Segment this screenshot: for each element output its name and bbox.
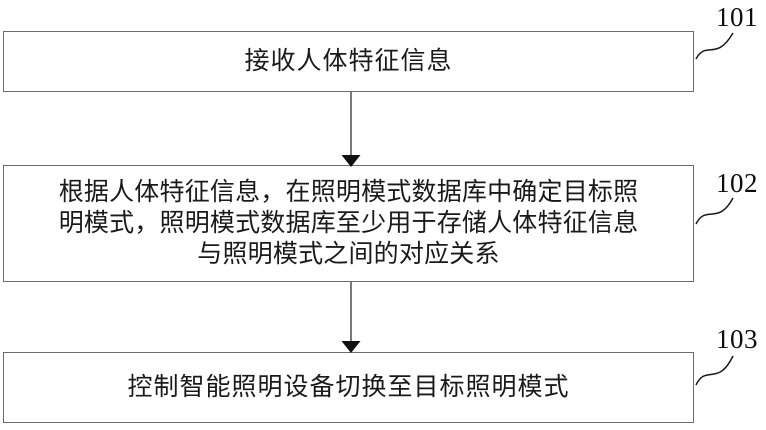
flow-step-box-103: 控制智能照明设备切换至目标照明模式 bbox=[3, 352, 694, 423]
flow-step-label-101: 接收人体特征信息 bbox=[244, 47, 453, 75]
reference-numeral-101: 101 bbox=[716, 2, 758, 32]
arrow-102-to-103 bbox=[341, 282, 361, 353]
leader-line-103 bbox=[695, 355, 734, 386]
flow-step-box-102: 根据人体特征信息，在照明模式数据库中确定目标照 明模式，照明模式数据库至少用于存… bbox=[3, 165, 694, 282]
leader-line-101 bbox=[695, 32, 734, 60]
flow-step-label-102: 根据人体特征信息，在照明模式数据库中确定目标照 明模式，照明模式数据库至少用于存… bbox=[58, 179, 639, 268]
flow-step-box-101: 接收人体特征信息 bbox=[3, 31, 694, 92]
reference-numeral-102: 102 bbox=[716, 168, 758, 198]
leader-line-102 bbox=[695, 197, 734, 225]
arrow-101-to-102 bbox=[341, 92, 361, 167]
reference-numeral-103: 103 bbox=[716, 324, 758, 354]
flow-step-label-103: 控制智能照明设备切换至目标照明模式 bbox=[127, 373, 570, 401]
